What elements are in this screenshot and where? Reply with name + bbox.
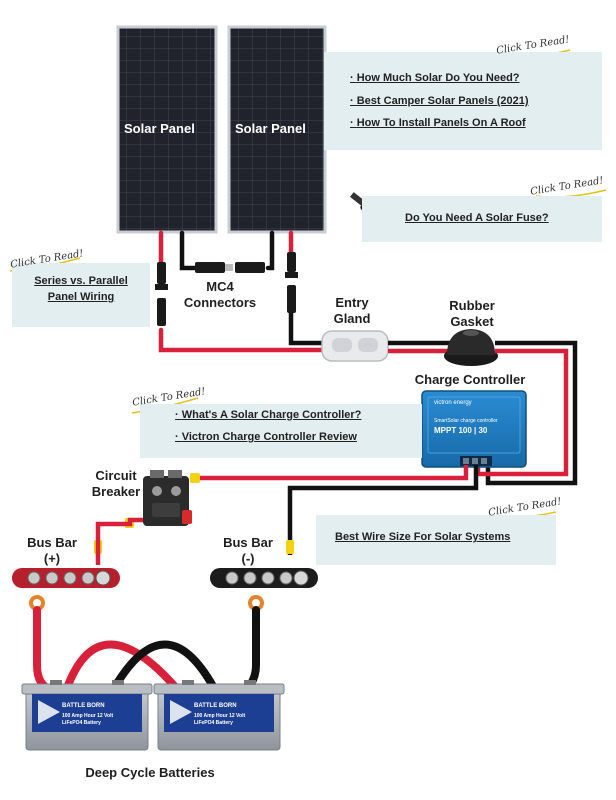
link-best-camper-panels-text[interactable]: Best Camper Solar Panels (2021) — [356, 95, 529, 107]
entry-gland-label-line1: Entry — [335, 295, 369, 310]
link-what-charge-controller-text[interactable]: What's A Solar Charge Controller? — [181, 409, 362, 421]
solar-panel-left — [116, 25, 218, 234]
mc4-label-line2: Connectors — [183, 295, 257, 310]
gland-to-gasket-wiring — [388, 340, 452, 354]
battery-right — [153, 680, 285, 751]
circuit-breaker-label: Circuit Breaker — [84, 468, 148, 500]
batteries-label: Deep Cycle Batteries — [85, 765, 215, 780]
entry-gland — [321, 330, 389, 362]
solar-fuse-callout — [362, 196, 602, 242]
bus-bar-positive-label: Bus Bar (+) — [20, 535, 84, 567]
solar-panel-label-left: Solar Panel — [124, 121, 195, 136]
charge-controller-label: Charge Controller — [414, 372, 526, 387]
rubber-gasket — [444, 329, 498, 366]
link-best-wire-size[interactable]: Best Wire Size For Solar Systems — [335, 531, 511, 543]
link-victron-review[interactable]: · Victron Charge Controller Review — [175, 431, 357, 443]
controller-brand: victron energy — [434, 400, 472, 406]
link-what-charge-controller[interactable]: · What's A Solar Charge Controller? — [175, 409, 362, 421]
circuit-breaker-label-line1: Circuit — [95, 468, 137, 483]
link-how-much-solar-text[interactable]: How Much Solar Do You Need? — [356, 72, 520, 84]
mc4-connector — [155, 252, 298, 326]
entry-gland-label: Entry Gland — [320, 295, 384, 327]
battery-left-brand: BATTLE BORN — [62, 703, 105, 709]
battery-right-chem: LiFePO4 Battery — [194, 720, 233, 726]
battery-left-spec: 100 Amp Hour 12 Volt — [62, 713, 114, 719]
bus-bar-positive-label-line2: (+) — [43, 551, 61, 566]
circuit-breaker-label-line2: Breaker — [91, 484, 141, 499]
bus-bar-negative-label-line2: (-) — [241, 551, 255, 566]
battery-left-chem: LiFePO4 Battery — [62, 720, 101, 726]
charge-controller-callout — [140, 404, 422, 458]
solar-panel-right — [227, 25, 327, 234]
entry-gland-label-line2: Gland — [333, 311, 371, 326]
battery-cables — [33, 606, 260, 694]
rubber-gasket-label: Rubber Gasket — [440, 298, 504, 330]
mc4-label: MC4 Connectors — [180, 279, 260, 311]
battery-right-brand: BATTLE BORN — [194, 703, 237, 709]
solar-links-callout — [324, 52, 602, 150]
battery-left — [21, 680, 153, 751]
bus-bar-positive — [12, 568, 120, 588]
controller-subtitle: SmartSolar charge controller — [434, 418, 498, 424]
solar-panel-label-right: Solar Panel — [235, 121, 306, 136]
battery-right-spec: 100 Amp Hour 12 Volt — [194, 713, 246, 719]
rubber-gasket-label-line1: Rubber — [449, 298, 495, 313]
link-install-panels-roof[interactable]: · How To Install Panels On A Roof — [350, 117, 526, 129]
wire-size-callout — [316, 515, 556, 565]
breaker-to-busbar-wiring — [95, 517, 143, 565]
link-series-parallel-line1[interactable]: Series vs. Parallel — [34, 275, 128, 287]
link-best-camper-panels[interactable]: · Best Camper Solar Panels (2021) — [350, 95, 529, 107]
mc4-connector-pair — [179, 262, 265, 273]
bus-bar-positive-label-line1: Bus Bar — [27, 535, 77, 550]
link-install-panels-roof-text[interactable]: How To Install Panels On A Roof — [356, 117, 526, 129]
link-solar-fuse[interactable]: Do You Need A Solar Fuse? — [405, 212, 549, 224]
bus-bar-negative-label-line1: Bus Bar — [223, 535, 273, 550]
ring-terminal — [29, 595, 264, 611]
link-how-much-solar[interactable]: · How Much Solar Do You Need? — [350, 72, 520, 84]
circuit-breaker — [143, 470, 192, 526]
link-series-parallel-line2[interactable]: Panel Wiring — [47, 291, 115, 303]
bus-bar-negative — [210, 568, 318, 588]
series-parallel-callout — [12, 263, 150, 327]
mc4-label-line1: MC4 — [206, 279, 234, 294]
controller-model: MPPT 100 | 30 — [434, 426, 488, 435]
bus-bar-negative-label: Bus Bar (-) — [216, 535, 280, 567]
rubber-gasket-label-line2: Gasket — [450, 314, 494, 329]
panel-to-mc4-wiring — [158, 230, 325, 353]
link-victron-review-text[interactable]: Victron Charge Controller Review — [181, 431, 357, 443]
controller-to-breaker-wiring — [196, 465, 479, 555]
